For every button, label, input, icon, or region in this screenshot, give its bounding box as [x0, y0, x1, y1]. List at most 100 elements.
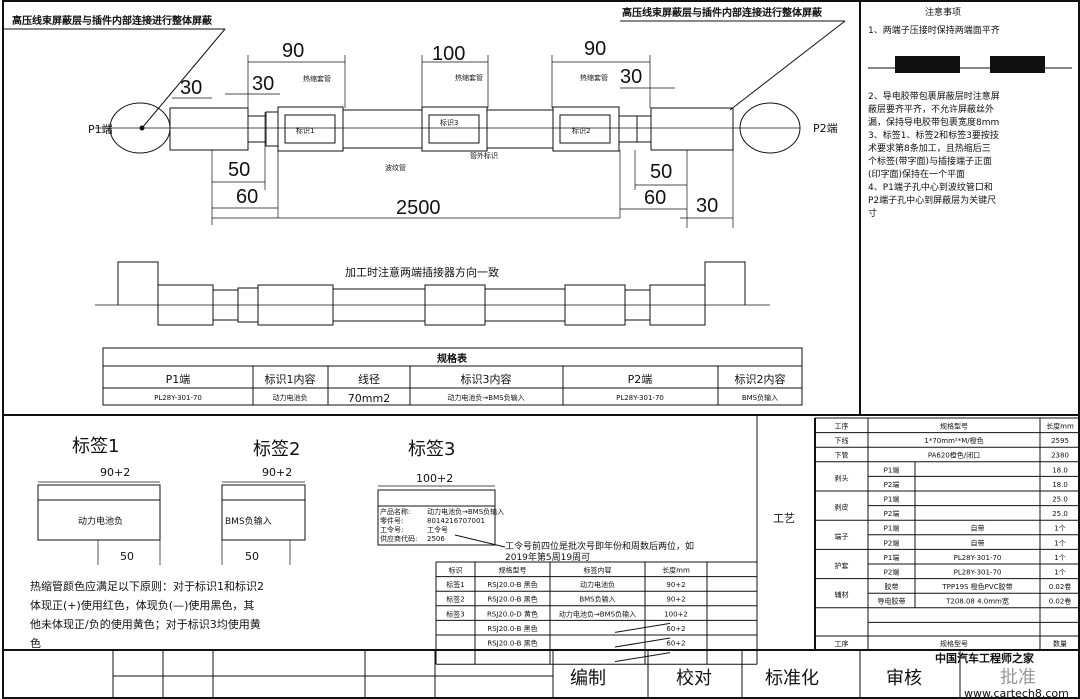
svg-text:热缩套管: 热缩套管: [580, 73, 608, 82]
notes-panel: 注意事项 1、两端子压接时保持两端面平齐 2、导电胶带包裹屏蔽层时注意屏 蔽层要…: [868, 6, 1072, 219]
table-cell: P1端: [884, 524, 900, 533]
table-cell: T208.08 4.0mm宽: [945, 597, 1009, 606]
table-cell: RSJ20.0-D 黄色: [487, 609, 538, 618]
svg-text:P2端: P2端: [813, 122, 838, 135]
table-cell: 自带: [971, 538, 985, 547]
svg-text:90+2: 90+2: [100, 466, 130, 479]
p2-ring-terminal: [739, 102, 801, 154]
heat-shrink-color-rule: 热缩管颜色应满足以下原则：对于标识1和标识2 体现正(+)使用红色，体现负(—)…: [30, 579, 264, 650]
svg-text:规格表: 规格表: [437, 352, 468, 365]
slash-mark: [614, 622, 671, 633]
table-cell: P1端: [884, 495, 900, 504]
svg-text:体现正(+)使用红色，体现负(—)使用黑色，其: 体现正(+)使用红色，体现负(—)使用黑色，其: [30, 598, 254, 612]
svg-text:标识3内容: 标识3内容: [461, 372, 512, 386]
svg-text:标识3: 标识3: [440, 118, 458, 127]
table-cell: 90+2: [666, 596, 685, 604]
svg-text:标签2: 标签2: [253, 439, 300, 460]
svg-text:审核: 审核: [886, 668, 922, 689]
svg-text:2019年第5周19周可: 2019年第5周19周可: [505, 551, 590, 563]
svg-text:标识1内容: 标识1内容: [265, 372, 316, 386]
svg-text:工令号前四位是批次号即年份和周数后两位，如: 工令号前四位是批次号即年份和周数后两位，如: [505, 540, 694, 552]
svg-text:P2端子孔中心到屏蔽层为关键尺: P2端子孔中心到屏蔽层为关键尺: [868, 194, 996, 206]
table-cell: 导电胶带: [878, 597, 906, 606]
svg-text:30: 30: [252, 73, 274, 95]
svg-text:3、标签1、标签2和标签3要按技: 3、标签1、标签2和标签3要按技: [868, 129, 999, 141]
svg-text:BMS负输入: BMS负输入: [742, 393, 778, 402]
svg-text:动力电池负: 动力电池负: [273, 393, 308, 402]
svg-text:标识2内容: 标识2内容: [735, 372, 786, 386]
svg-text:2、导电胶带包裹屏蔽层时注意屏: 2、导电胶带包裹屏蔽层时注意屏: [868, 90, 1000, 102]
right-header-note: 高压线束屏蔽层与插件内部连接进行整体屏蔽: [620, 6, 846, 111]
svg-text:供应商代码:: 供应商代码:: [380, 534, 417, 543]
svg-text:标签3: 标签3: [408, 439, 455, 460]
svg-text:热缩套管: 热缩套管: [455, 73, 483, 82]
table-cell: P2端: [884, 509, 900, 518]
table-cell: 标签3: [446, 609, 464, 618]
svg-text:工令号:: 工令号:: [380, 525, 403, 534]
table-cell: 剥皮: [835, 503, 849, 512]
table-cell: RSJ20.0-B 黑色: [487, 639, 537, 648]
svg-text:标识2: 标识2: [572, 126, 590, 135]
svg-text:50: 50: [228, 159, 250, 181]
svg-text:动力电池负→BMS负输入: 动力电池负→BMS负输入: [447, 393, 524, 402]
svg-text:零件号:: 零件号:: [380, 516, 403, 525]
svg-text:标识1: 标识1: [296, 126, 314, 135]
table-cell: 100+2: [664, 610, 688, 618]
table-cell: PL28Y-301-70: [954, 569, 1002, 577]
table-cell: 数量: [1053, 639, 1067, 648]
svg-text:高压线束屏蔽层与插件内部连接进行整体屏蔽: 高压线束屏蔽层与插件内部连接进行整体屏蔽: [622, 6, 823, 19]
table-cell: BMS负输入: [579, 595, 615, 604]
svg-text:100: 100: [432, 43, 465, 65]
svg-text:50: 50: [120, 550, 134, 563]
svg-text:工令号: 工令号: [427, 525, 448, 534]
svg-text:加工时注意两端插接器方向一致: 加工时注意两端插接器方向一致: [345, 265, 499, 279]
svg-text:蔽层要齐平齐，不允许屏蔽丝外: 蔽层要齐平齐，不允许屏蔽丝外: [868, 103, 994, 115]
table-cell: 端子: [835, 532, 849, 541]
table-cell: RSJ20.0-B 黑色: [487, 624, 537, 633]
svg-text:30: 30: [620, 66, 642, 88]
table-cell: 60+2: [666, 640, 685, 648]
svg-text:个标签(带字面)与插接端子正面: 个标签(带字面)与插接端子正面: [868, 155, 992, 167]
table-cell: TPP19S 橙色PVC胶带: [941, 582, 1012, 591]
table-cell: 自带: [971, 524, 985, 533]
table-cell: 18.0: [1052, 481, 1068, 489]
svg-text:PL28Y-301-70: PL28Y-301-70: [154, 394, 202, 402]
svg-text:2500: 2500: [396, 197, 441, 219]
svg-text:www.cartech8.com: www.cartech8.com: [964, 687, 1069, 699]
table-cell: 25.0: [1052, 496, 1068, 504]
table-cell: 长度mm: [1046, 422, 1074, 431]
table-cell: 0.02卷: [1049, 597, 1072, 606]
svg-text:60: 60: [644, 187, 666, 209]
svg-text:线径: 线径: [358, 372, 380, 386]
slash-mark: [614, 652, 671, 663]
svg-text:P2端: P2端: [628, 373, 653, 386]
cable-top-view: P1端 P2端 标识1 标识3 标识2 热缩套管 热缩套管 热缩套管 波纹管 管…: [88, 38, 838, 228]
svg-text:30: 30: [180, 77, 202, 99]
corrugated-tube-left: [342, 109, 423, 149]
heat-shrink-label3: [421, 106, 488, 152]
table-cell: 2380: [1051, 452, 1069, 460]
svg-text:90: 90: [282, 40, 304, 62]
svg-text:批准: 批准: [1000, 667, 1036, 688]
slash-mark: [614, 637, 671, 648]
table-cell: 1*70mm²*M/橙色: [924, 436, 983, 445]
svg-text:30: 30: [696, 195, 718, 217]
table-cell: 剥头: [835, 473, 849, 482]
label-3: 标签3 100+2 产品名称: 动力电池负→BMS负输入 零件号: 801421…: [377, 439, 694, 563]
svg-text:50: 50: [650, 161, 672, 183]
svg-text:1、两端子压接时保持两端面平齐: 1、两端子压接时保持两端面平齐: [868, 24, 1000, 36]
svg-text:波纹管: 波纹管: [385, 163, 406, 172]
table-cell: RSJ20.0-B 黑色: [487, 580, 537, 589]
label-1: 标签1 90+2 动力电池负 50: [37, 436, 161, 565]
svg-text:他未体现正/负的使用黄色；对于标识3均使用黄: 他未体现正/负的使用黄色；对于标识3均使用黄: [30, 617, 261, 631]
table-cell: 1个: [1054, 525, 1065, 533]
table-cell: 0.02卷: [1049, 582, 1072, 591]
table-cell: 标签2: [446, 595, 464, 604]
svg-text:注意事项: 注意事项: [925, 6, 961, 18]
table-cell: P1端: [884, 553, 900, 562]
svg-text:PL28Y-301-70: PL28Y-301-70: [616, 394, 664, 402]
table-cell: P2端: [884, 568, 900, 577]
table-cell: PL28Y-301-70: [954, 554, 1002, 562]
